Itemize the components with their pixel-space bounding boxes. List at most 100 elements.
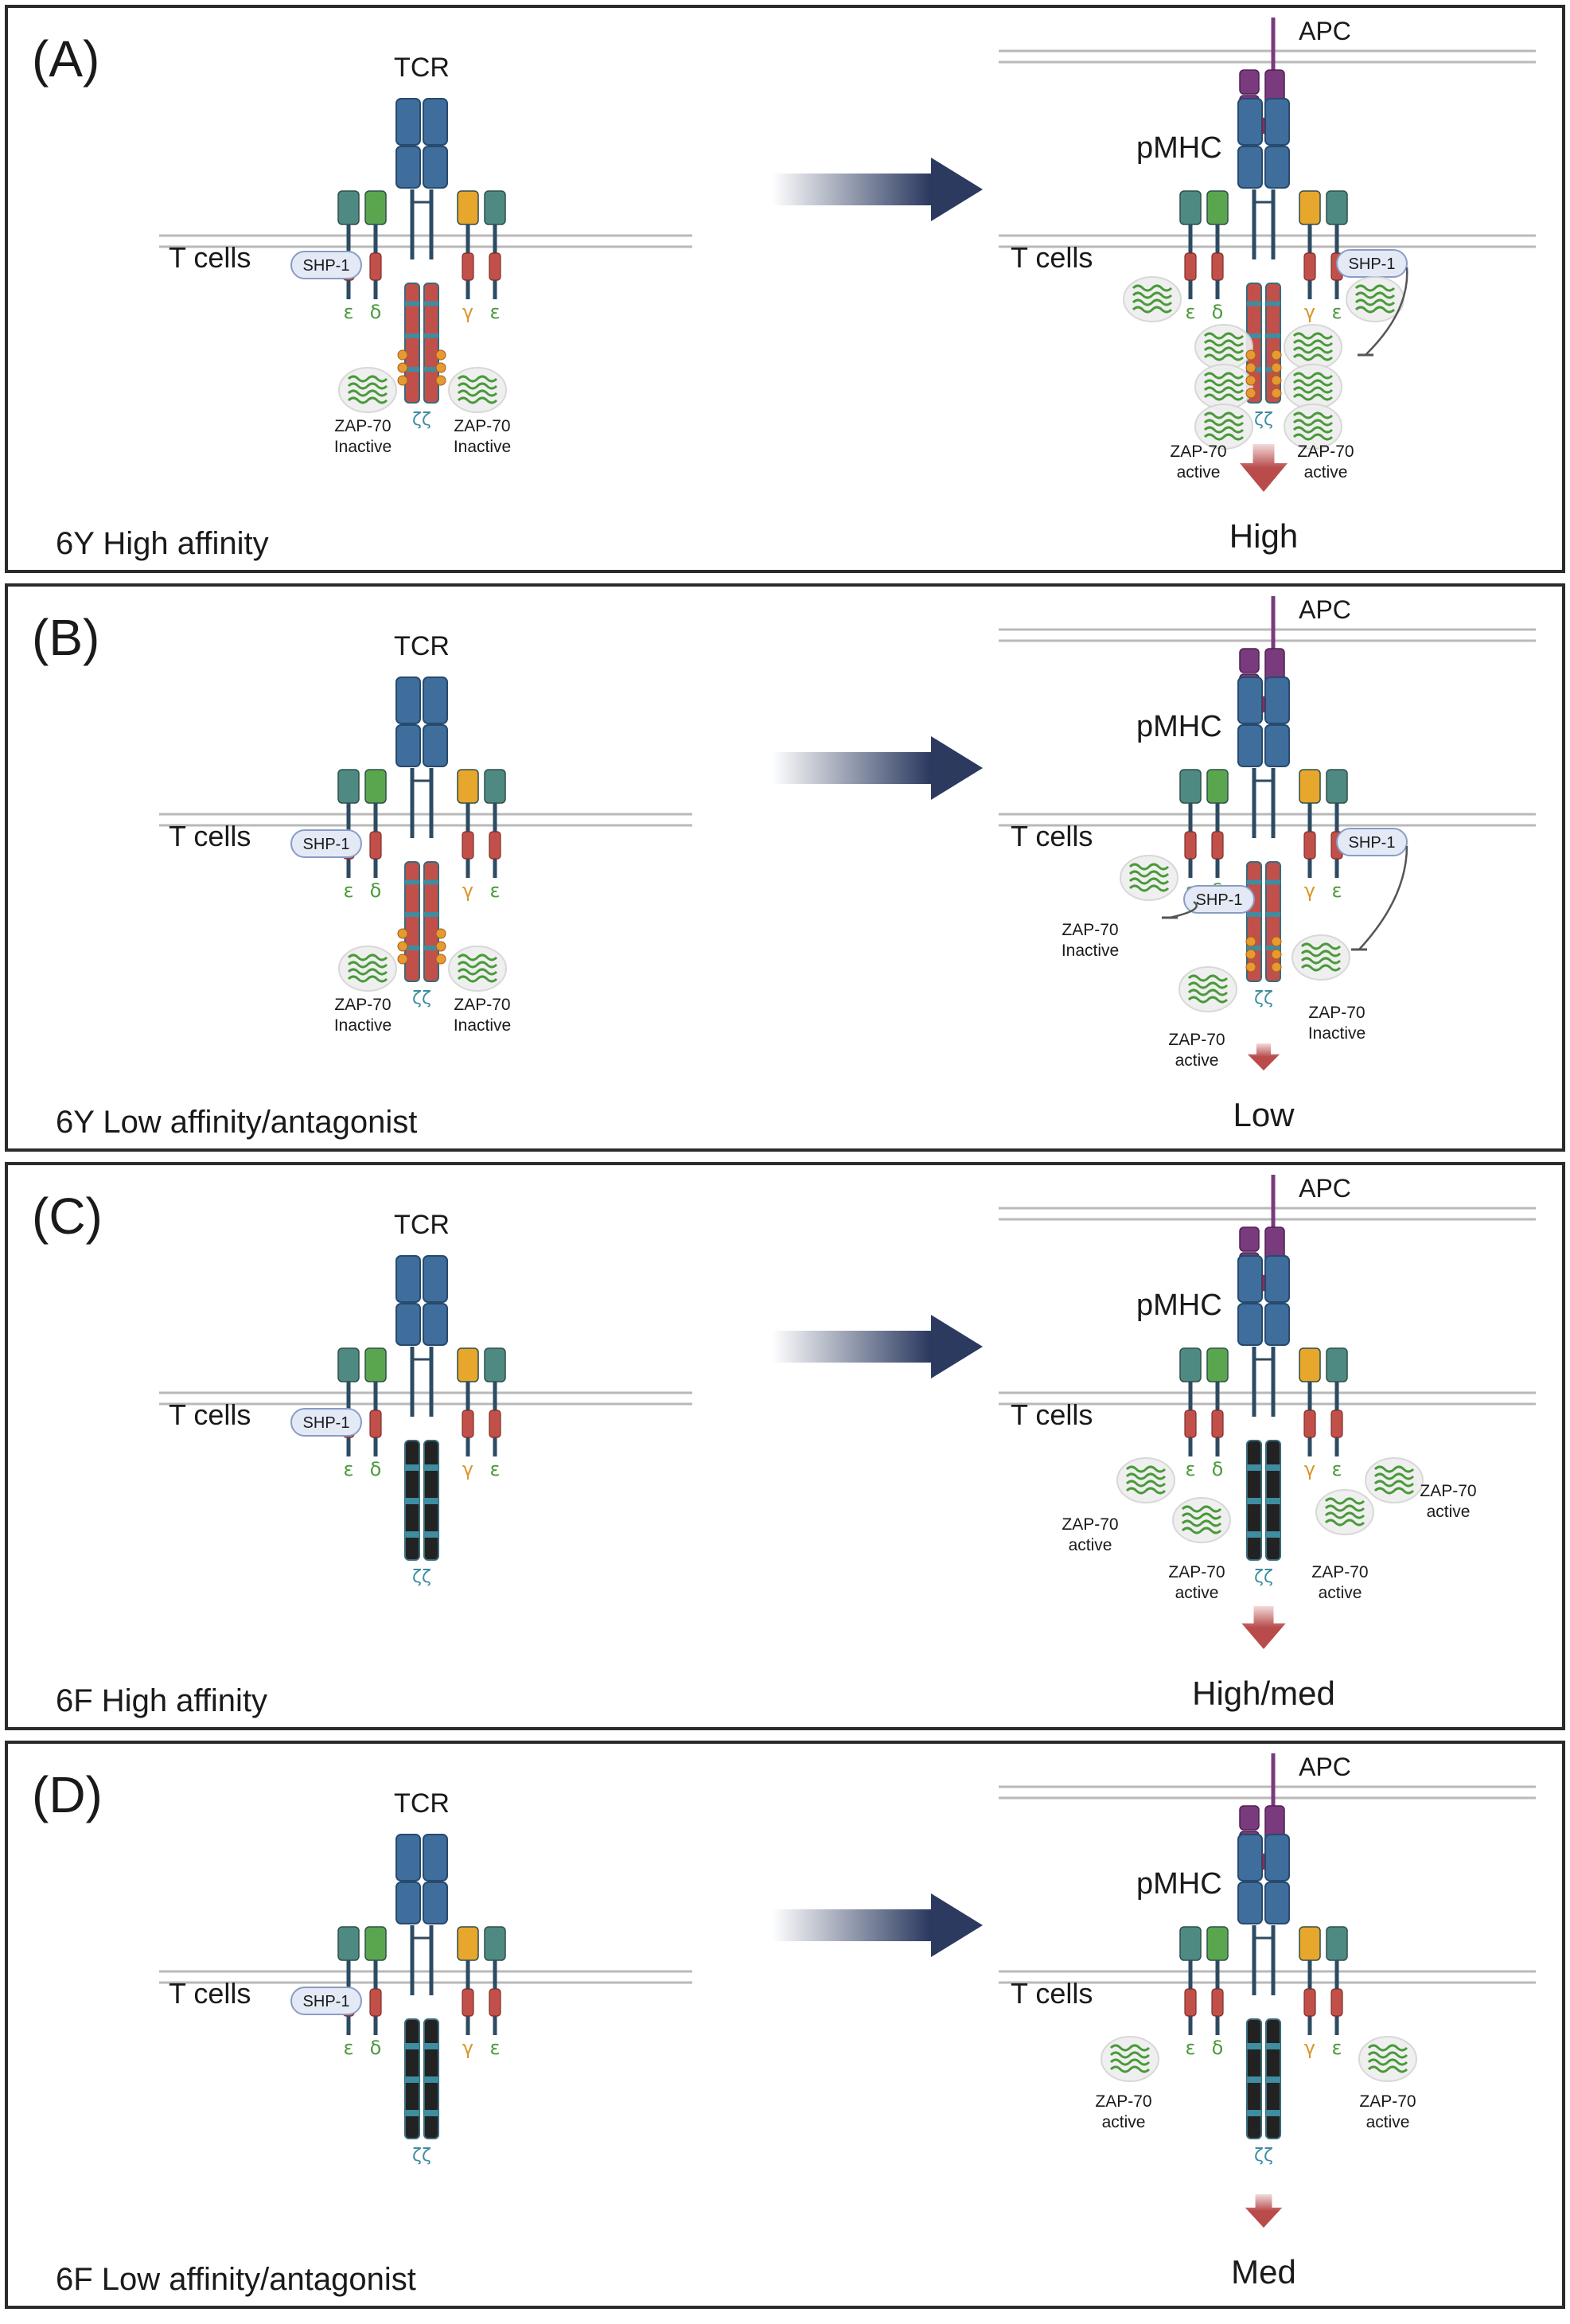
engaged-zeta-itam-band <box>1247 912 1261 917</box>
zap70-domain-halo <box>448 946 507 992</box>
engaged-zeta-itam-band <box>1266 1531 1280 1538</box>
zap70-helix <box>347 375 388 383</box>
resting-cd3-gamma-itam <box>462 1410 474 1438</box>
resting-zeta-itam-band <box>424 2110 438 2116</box>
resting-cd3-epsilon2-ecd <box>484 1926 506 1961</box>
tcr-label: TCR <box>394 53 450 83</box>
resting-cd3-epsilon2-ecd <box>484 769 506 804</box>
engaged-left-zap70-state: active <box>1175 1051 1219 1070</box>
engaged-tcell-label: T cells <box>1011 1398 1093 1431</box>
zap70-helix <box>1367 2044 1408 2052</box>
engaged-tcr-beta-variable <box>1264 1255 1290 1303</box>
zap70-helix <box>1292 332 1334 340</box>
resting-cd3-gamma-itam <box>462 1988 474 2017</box>
resting-phosphotyrosine <box>435 362 446 373</box>
zap70-helix <box>1203 379 1245 387</box>
panel-frame <box>5 1162 1565 1730</box>
resting-shp1-pill <box>290 1408 362 1437</box>
engaged-zeta-itam-band <box>1247 1531 1261 1538</box>
resting-tcell-label: T cells <box>169 1977 251 2010</box>
zap70-helix <box>1187 981 1229 989</box>
engaged-phosphotyrosine <box>1245 936 1256 947</box>
engaged-zeta-itam-band <box>1266 2110 1280 2116</box>
engaged-zeta-zap70 <box>1284 404 1342 450</box>
resting-zeta-itam-band <box>424 912 438 917</box>
engaged-tcell-label: T cells <box>1011 820 1093 852</box>
resting-right-zap70-label: ZAP-70 <box>454 417 510 435</box>
engaged-cd3-left-zap70 <box>1120 855 1178 901</box>
engaged-cd3-gamma-ecd <box>1299 769 1321 804</box>
zap70-helix <box>347 382 388 390</box>
pmhc-label: pMHC <box>1136 131 1222 165</box>
resting-tcr-beta-constant <box>423 724 448 767</box>
apc-label: APC <box>1299 17 1351 45</box>
engaged-left-zap70-state: active <box>1177 463 1221 482</box>
resting-left-zap70-label: ZAP-70 <box>334 417 391 435</box>
zap70-helix <box>1125 1465 1167 1473</box>
zap70-helix <box>347 968 388 976</box>
resting-cd3-delta-itam <box>369 831 382 860</box>
zap70-helix <box>1125 1480 1167 1488</box>
engaged-inhibition-line <box>1365 267 1408 356</box>
resting-cd3-gamma-itam <box>462 831 474 860</box>
engaged-cd3-gamma-itam <box>1303 831 1316 860</box>
resting-zeta-itam-band <box>405 1531 419 1538</box>
panel-label: (D) <box>32 1766 103 1823</box>
engaged-zeta-left-zap70 <box>1178 966 1237 1012</box>
zap70-helix <box>1181 1519 1222 1527</box>
zap70-helix <box>1109 2058 1151 2066</box>
engaged-right-zap70-label: ZAP-70 <box>1297 443 1354 461</box>
engaged-tcr-alpha-variable <box>1237 677 1263 724</box>
zap70-helix <box>1292 379 1334 387</box>
engaged-cd3-delta-ecd <box>1206 1926 1229 1961</box>
engaged-tcr-beta-constant <box>1264 1881 1290 1924</box>
transition-arrow <box>772 1893 983 1957</box>
engaged-greek-gamma: γ <box>1304 2037 1315 2059</box>
engaged-tcr-alpha-constant <box>1237 724 1263 767</box>
resting-greek-gamma: γ <box>462 2037 473 2059</box>
engaged-greek-delta: δ <box>1212 2037 1224 2059</box>
resting-greek-epsilon2: ε <box>490 879 501 902</box>
apc-label: APC <box>1299 1753 1351 1781</box>
engaged-tcr-alpha-variable <box>1237 1255 1263 1303</box>
zap70-helix <box>1354 306 1396 314</box>
panel-label: (C) <box>32 1187 103 1245</box>
engaged-left-zap70-state: active <box>1175 1584 1219 1602</box>
engaged-zeta-itam-band <box>1266 912 1280 917</box>
zap70-helix <box>1367 2065 1408 2073</box>
engaged-greek-gamma: γ <box>1304 301 1315 323</box>
zap70-domain-halo <box>338 946 397 992</box>
engaged-cd3-epsilon1-ecd <box>1179 1926 1202 1961</box>
zap70-helix <box>347 953 388 961</box>
engaged-cd3-gamma-ecd <box>1299 190 1321 225</box>
resting-phosphotyrosine <box>435 349 446 361</box>
panel-label: (B) <box>32 609 99 666</box>
resting-greek-zeta: ζζ <box>412 410 431 430</box>
resting-phosphotyrosine <box>397 941 408 952</box>
zap70-helix <box>1203 353 1245 361</box>
engaged-right-zap70-state: Inactive <box>1308 1024 1365 1043</box>
engaged-greek-zeta: ζζ <box>1254 988 1273 1008</box>
zap70-helix <box>1292 372 1334 380</box>
engaged-greek-epsilon2: ε <box>1332 879 1342 902</box>
zap70-domain-halo <box>1101 2036 1159 2082</box>
resting-zeta-itam-band <box>405 333 419 338</box>
resting-zeta-itam-band <box>424 1498 438 1504</box>
resting-tcr-alpha-constant <box>395 1303 421 1346</box>
engaged-zeta-zap70 <box>1194 364 1253 410</box>
resting-zeta-chain <box>423 861 439 982</box>
zap70-helix <box>1292 346 1334 354</box>
resting-shp1-label: SHP-1 <box>303 1414 350 1432</box>
engaged-left-zap70-label: ZAP-70 <box>1170 443 1226 461</box>
zap70-helix <box>1128 877 1170 885</box>
zap70-helix <box>1203 372 1245 380</box>
resting-zeta-itam-band <box>405 2110 419 2116</box>
zap70-helix <box>457 968 498 976</box>
output-signal-arrow <box>1241 1606 1286 1649</box>
engaged-cd3-epsilon1-itam <box>1184 1410 1197 1438</box>
engaged-greek-delta: δ <box>1212 301 1224 323</box>
zap70-helix <box>457 375 498 383</box>
resting-right-zap70-state: Inactive <box>454 1016 511 1035</box>
zap70-helix <box>347 389 388 397</box>
